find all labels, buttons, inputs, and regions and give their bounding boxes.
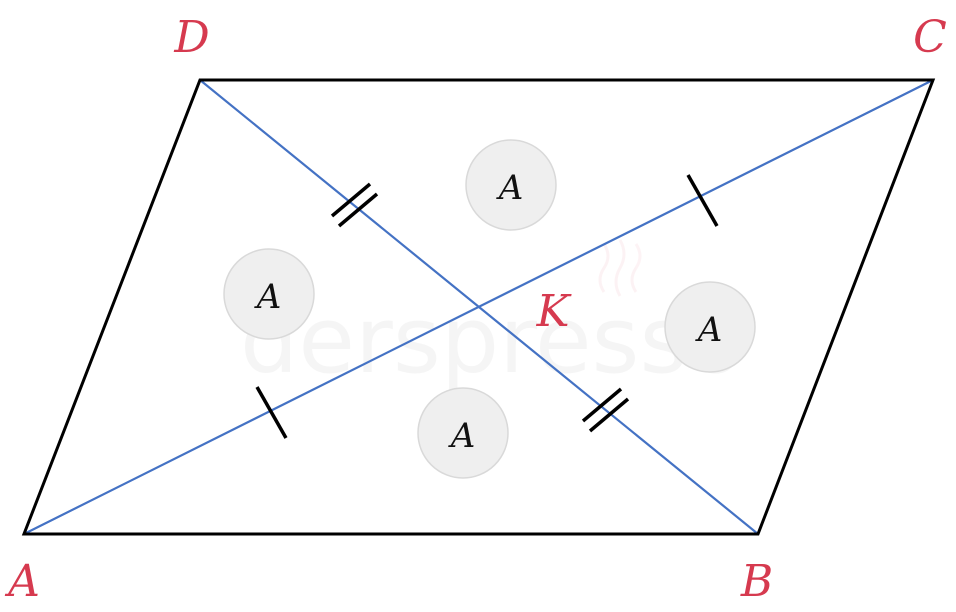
diagonal-bd [199,79,759,535]
double-tick-kb-2 [588,397,630,433]
area-circle-bottom [417,387,509,479]
tick-mark-kc [686,174,719,227]
vertex-label-b: B [740,556,773,607]
vertex-label-a: A [4,556,40,607]
area-circle-right [664,281,756,373]
area-label-left: A [254,277,282,317]
intersection-label-k: K [536,286,572,337]
vertex-label-c: C [913,12,947,63]
area-label-top: A [496,168,524,208]
watermark-steam-icon [598,239,642,297]
area-label-right: A [695,310,723,350]
vertex-label-d: D [173,12,209,63]
double-tick-dk-2 [337,192,379,228]
area-label-bottom: A [448,416,476,456]
area-circle-top [465,139,557,231]
double-tick-dk-1 [330,182,372,218]
parallelogram-abcd [21,78,936,536]
tick-mark-ak [255,386,288,439]
area-circle-left [223,248,315,340]
double-tick-kb-1 [581,387,623,423]
